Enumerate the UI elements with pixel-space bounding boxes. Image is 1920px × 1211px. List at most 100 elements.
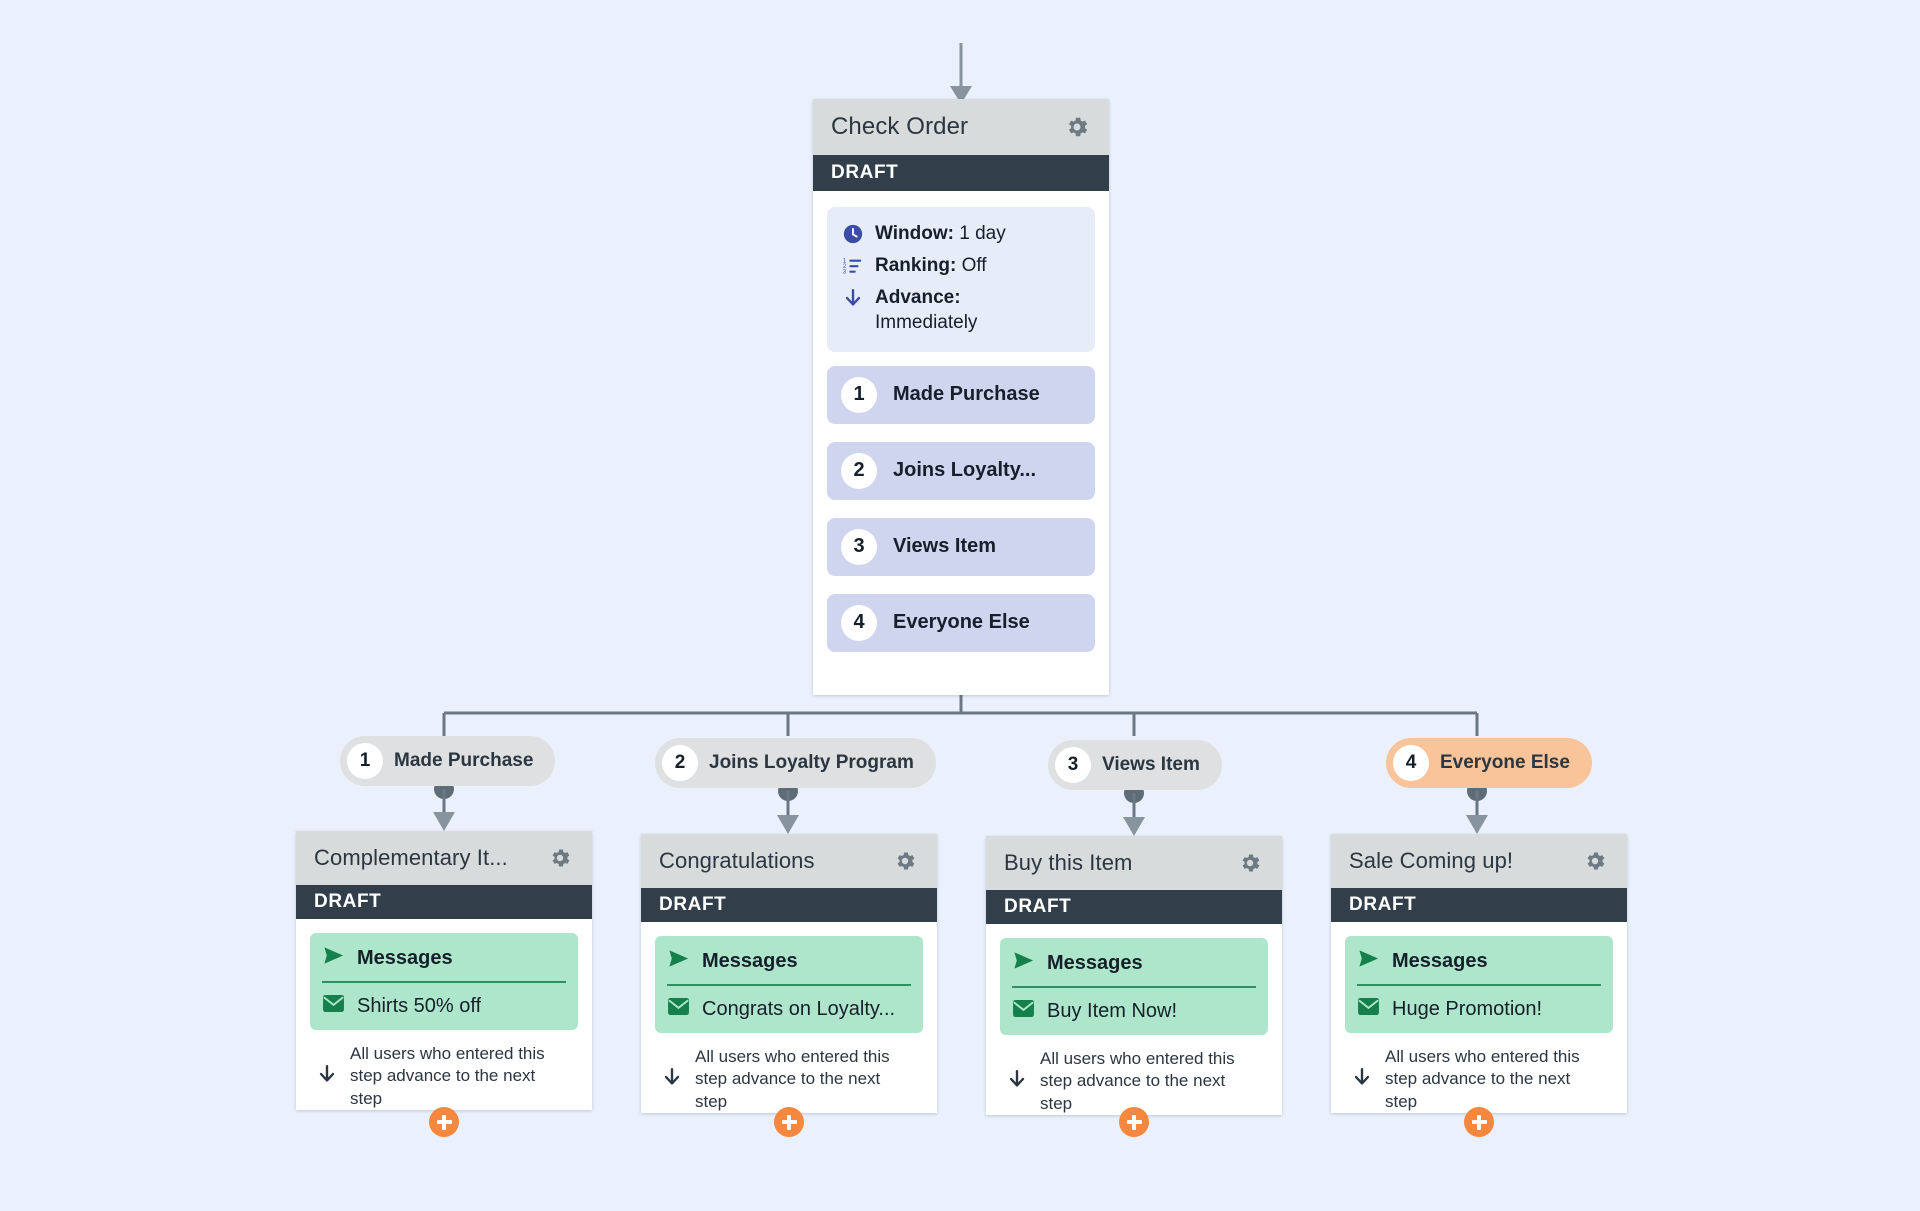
envelope-icon: [322, 994, 345, 1018]
messages-panel[interactable]: Messages Huge Promotion!: [1345, 936, 1613, 1033]
clock-icon: [841, 221, 865, 247]
info-advance-text: Advance: Immediately: [875, 285, 977, 336]
gear-icon[interactable]: [1063, 113, 1091, 141]
leaf-card-body: Messages Shirts 50% off: [296, 919, 592, 1110]
branch-item-1[interactable]: 1 Made Purchase: [827, 365, 1095, 424]
leaf-card-body: Messages Buy Item Now!: [986, 924, 1282, 1115]
message-item-label: Huge Promotion!: [1392, 997, 1543, 1020]
node-card-congratulations[interactable]: Congratulations DRAFT Messages: [641, 834, 937, 1137]
messages-label: Messages: [702, 949, 798, 972]
messages-label: Messages: [1047, 951, 1143, 974]
message-item-label: Congrats on Loyalty...: [702, 997, 896, 1020]
branch-item-label: Views Item: [893, 535, 997, 558]
root-card-body: Window: 1 day 1 2 3: [813, 191, 1109, 666]
messages-header: Messages: [322, 944, 566, 983]
advance-note: All users who entered this step advance …: [1000, 1035, 1268, 1115]
status-badge: DRAFT: [813, 155, 1109, 191]
card-header: Sale Coming up!: [1331, 834, 1627, 888]
status-badge: DRAFT: [296, 885, 592, 919]
messages-panel[interactable]: Messages Buy Item Now!: [1000, 938, 1268, 1035]
branch-item-4[interactable]: 4 Everyone Else: [827, 593, 1095, 652]
message-item[interactable]: Huge Promotion!: [1357, 986, 1601, 1021]
info-advance-value: Immediately: [875, 312, 978, 334]
gear-icon[interactable]: [546, 844, 574, 872]
leaf-card-body: Messages Huge Promotion!: [1331, 922, 1627, 1113]
messages-header: Messages: [667, 947, 911, 986]
status-badge: DRAFT: [1331, 888, 1627, 922]
messages-header: Messages: [1012, 949, 1256, 988]
card-title: Buy this Item: [1004, 850, 1133, 875]
message-item[interactable]: Shirts 50% off: [322, 983, 566, 1018]
branch-number-badge: 4: [841, 604, 877, 641]
branch-pill-made-purchase[interactable]: 1 Made Purchase: [340, 736, 556, 786]
card-title: Congratulations: [659, 848, 815, 873]
plus-icon[interactable]: [1464, 1107, 1494, 1137]
status-badge: DRAFT: [641, 888, 937, 922]
arrow-down-icon: [316, 1061, 338, 1092]
node-card-check-order[interactable]: Check Order DRAFT Wind: [813, 99, 1109, 695]
arrow-down-icon: [1351, 1064, 1373, 1095]
node-card-buy-this-item[interactable]: Buy this Item DRAFT Messages: [986, 836, 1282, 1137]
advance-note: All users who entered this step advance …: [655, 1033, 923, 1113]
info-window-label: Window:: [875, 223, 954, 244]
message-item-label: Buy Item Now!: [1047, 999, 1178, 1022]
advance-note: All users who entered this step advance …: [1345, 1033, 1613, 1113]
card-header: Buy this Item: [986, 836, 1282, 890]
status-badge: DRAFT: [986, 890, 1282, 924]
gear-icon[interactable]: [1581, 847, 1609, 875]
arrow-down-icon: [1006, 1066, 1028, 1097]
info-advance-label: Advance:: [875, 287, 961, 308]
message-item[interactable]: Buy Item Now!: [1012, 988, 1256, 1023]
ranking-icon: 1 2 3: [841, 253, 865, 279]
branch-item-label: Everyone Else: [893, 611, 1030, 634]
card-header: Congratulations: [641, 834, 937, 888]
messages-header: Messages: [1357, 947, 1601, 986]
branch-number-badge: 3: [841, 528, 877, 565]
node-card-complementary-item[interactable]: Complementary It... DRAFT Messages: [296, 831, 592, 1137]
svg-text:2: 2: [843, 264, 846, 270]
node-card-sale-coming-up[interactable]: Sale Coming up! DRAFT Messages: [1331, 834, 1627, 1137]
branch-number-badge: 1: [841, 376, 877, 413]
branch-item-3[interactable]: 3 Views Item: [827, 517, 1095, 576]
leaf-card-body: Messages Congrats on Loyalty...: [641, 922, 937, 1113]
messages-label: Messages: [357, 946, 453, 969]
send-icon: [1357, 947, 1380, 975]
pill-number-badge: 3: [1055, 747, 1091, 783]
info-row-window: Window: 1 day: [841, 221, 1081, 247]
info-ranking-label: Ranking:: [875, 255, 957, 276]
gear-icon[interactable]: [1236, 849, 1264, 877]
branch-list: 1 Made Purchase 2 Joins Loyalty... 3 Vie…: [827, 365, 1095, 652]
pill-number-badge: 2: [662, 745, 698, 781]
branch-item-2[interactable]: 2 Joins Loyalty...: [827, 441, 1095, 500]
advance-text: All users who entered this step advance …: [1385, 1047, 1580, 1111]
message-item[interactable]: Congrats on Loyalty...: [667, 986, 911, 1021]
plus-icon[interactable]: [1119, 1107, 1149, 1137]
advance-text: All users who entered this step advance …: [350, 1044, 545, 1108]
pill-label: Everyone Else: [1440, 752, 1570, 773]
svg-text:3: 3: [843, 269, 847, 275]
pill-label: Joins Loyalty Program: [709, 752, 914, 773]
branch-pill-views-item[interactable]: 3 Views Item: [1048, 740, 1222, 790]
branch-pill-everyone-else[interactable]: 4 Everyone Else: [1386, 738, 1592, 788]
messages-panel[interactable]: Messages Shirts 50% off: [310, 933, 578, 1030]
card-header: Check Order: [813, 99, 1109, 155]
branch-item-label: Joins Loyalty...: [893, 459, 1036, 482]
pill-number-badge: 4: [1393, 745, 1429, 781]
branch-pill-joins-loyalty-program[interactable]: 2 Joins Loyalty Program: [655, 738, 936, 788]
send-icon: [1012, 949, 1035, 977]
branch-number-badge: 2: [841, 452, 877, 489]
plus-icon[interactable]: [774, 1107, 804, 1137]
arrow-down-icon: [841, 285, 865, 311]
info-row-ranking: 1 2 3 Ranking: Off: [841, 253, 1081, 279]
info-window-text: Window: 1 day: [875, 221, 1006, 246]
messages-panel[interactable]: Messages Congrats on Loyalty...: [655, 936, 923, 1033]
plus-icon[interactable]: [429, 1107, 459, 1137]
pill-number-badge: 1: [347, 743, 383, 779]
messages-label: Messages: [1392, 949, 1488, 972]
gear-icon[interactable]: [891, 847, 919, 875]
envelope-icon: [667, 997, 690, 1021]
svg-text:1: 1: [843, 258, 847, 264]
card-title: Complementary It...: [314, 845, 508, 870]
envelope-icon: [1012, 999, 1035, 1023]
